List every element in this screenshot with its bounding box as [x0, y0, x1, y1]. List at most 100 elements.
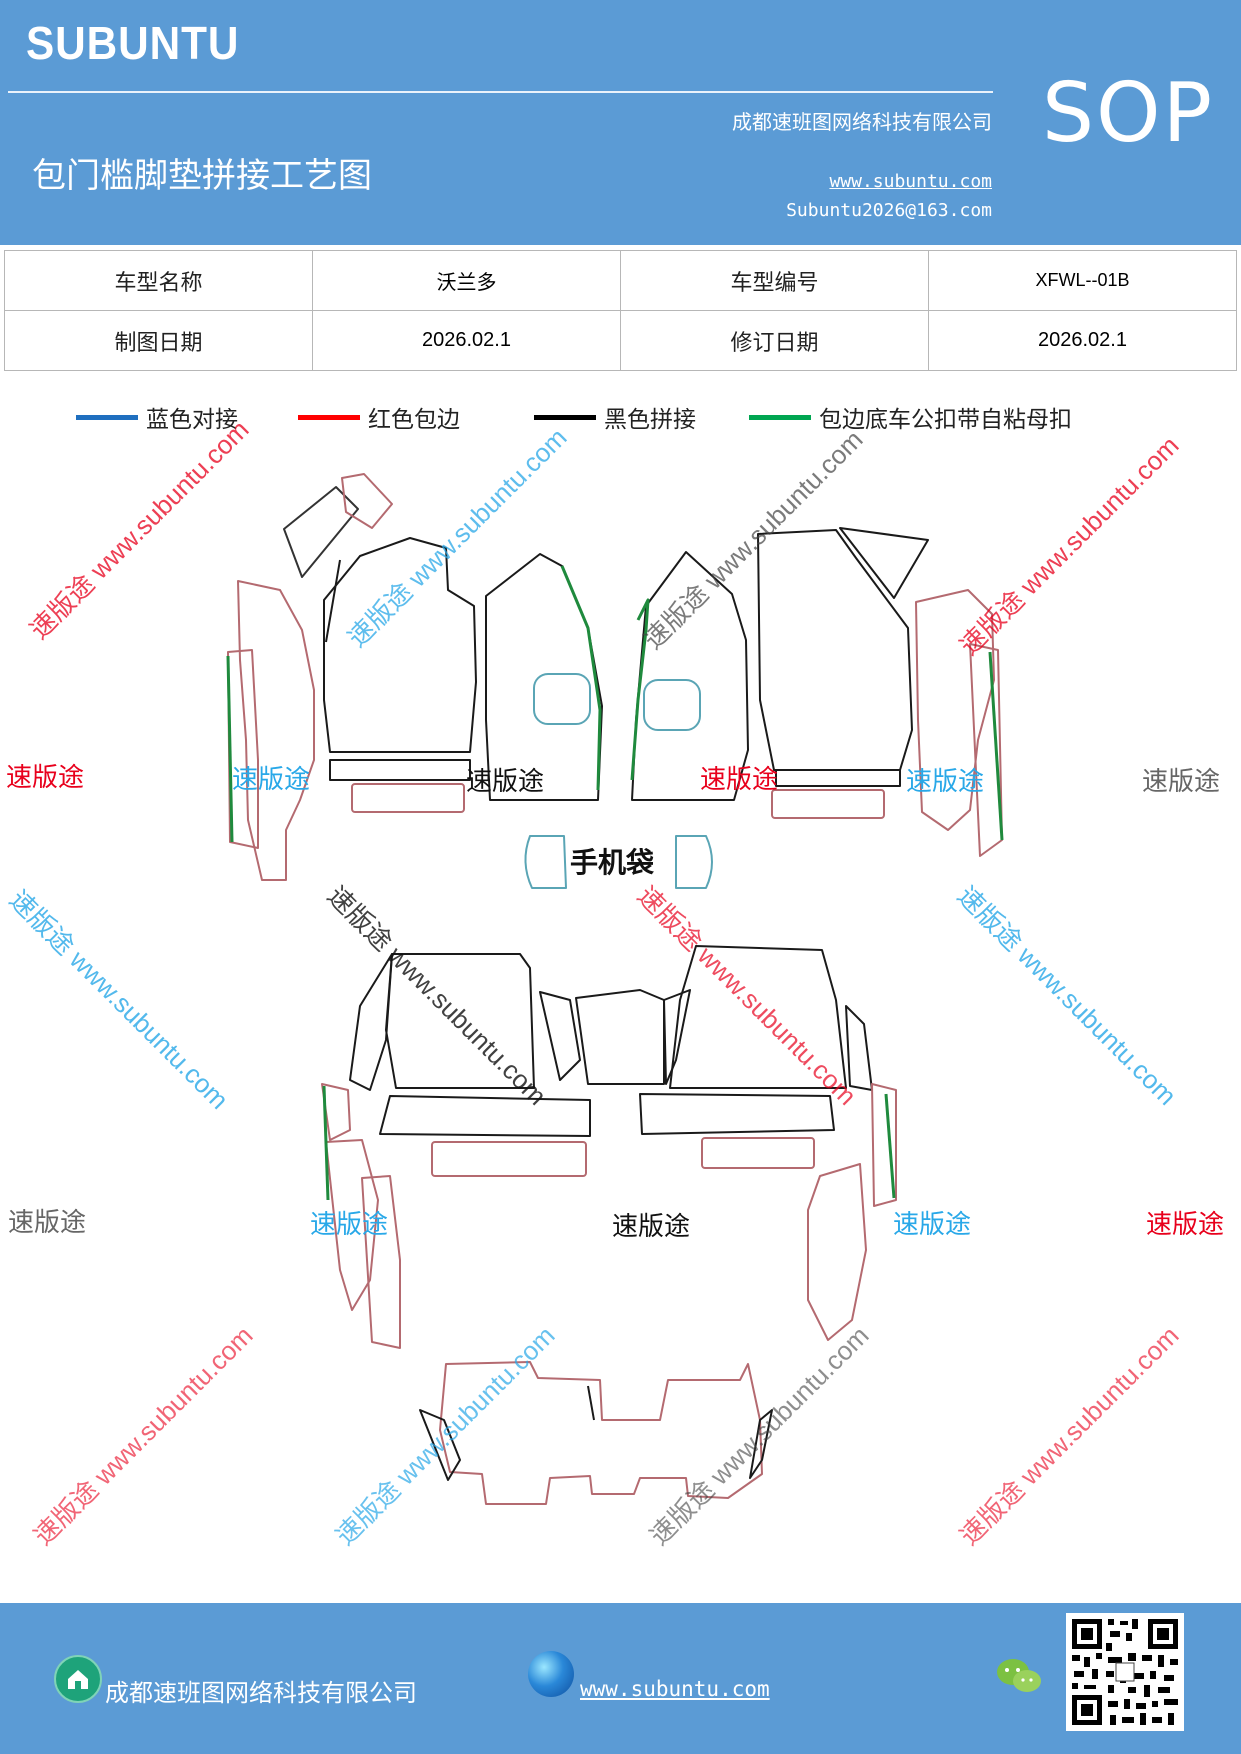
floor-mat-diagram: 手机袋 — [226, 473, 1004, 1505]
middle-row-mat — [321, 945, 897, 1349]
mat-piece — [771, 789, 885, 819]
model-code-label: 车型编号 — [620, 250, 929, 311]
mat-piece — [227, 649, 259, 849]
mat-piece — [749, 1409, 773, 1479]
mat-piece — [321, 1083, 351, 1141]
legend-swatch — [298, 414, 360, 420]
email-address[interactable]: Subuntu2026@163.com — [786, 200, 992, 221]
phone-pocket-pieces — [524, 835, 713, 889]
mat-piece — [323, 537, 477, 753]
mat-piece — [237, 580, 315, 881]
mat-piece — [524, 835, 567, 889]
watermark-text: 速版途 — [893, 1209, 972, 1239]
mat-piece — [915, 589, 995, 831]
mat-piece — [775, 769, 901, 787]
mat-piece — [807, 1163, 867, 1341]
draw-date-value: 2026.02.1 — [312, 310, 621, 371]
legend-swatch — [749, 414, 811, 420]
watermark-text: 速版途 — [906, 766, 985, 796]
legend-swatch — [534, 414, 596, 420]
footer-website-link[interactable]: www.subuntu.com — [580, 1677, 770, 1701]
mat-piece — [675, 835, 713, 889]
mat-piece — [351, 783, 465, 813]
watermark-text: 速版途 — [1146, 1209, 1225, 1239]
legend-item-red: 红色包边 — [298, 400, 460, 434]
mat-piece — [379, 1095, 591, 1137]
phone-pocket-outline — [643, 679, 701, 731]
watermark-text: 速版途 — [612, 1211, 691, 1241]
mat-piece — [329, 759, 471, 781]
mat-piece — [361, 1175, 401, 1349]
watermark-text: 速版途 — [700, 764, 779, 794]
table-row: 车型名称 沃兰多 车型编号 XFWL--01B — [4, 250, 1237, 311]
green-edge — [884, 1093, 896, 1199]
front-left-mat — [226, 473, 603, 881]
mat-piece — [439, 1361, 763, 1505]
rear-row-mat — [419, 1361, 773, 1505]
model-name-label: 车型名称 — [4, 250, 313, 311]
legend-label: 包边底车公扣带自粘母扣 — [819, 407, 1072, 433]
brand-logo: SUBUNTU — [26, 17, 240, 69]
legend-swatch — [76, 414, 138, 420]
mat-piece — [341, 473, 393, 529]
watermark-text: 速版途 — [8, 1207, 87, 1237]
watermark-text: 速版途 — [310, 1209, 389, 1239]
watermark-text: 速版途 — [1142, 766, 1221, 796]
website-link[interactable]: www.subuntu.com — [829, 171, 992, 192]
mat-piece — [757, 529, 913, 771]
legend-label: 黑色拼接 — [604, 407, 696, 433]
green-edge — [322, 1085, 330, 1201]
watermark-text: 速版途 — [466, 766, 545, 796]
watermark-text: 速版途 — [6, 762, 85, 792]
model-name-value: 沃兰多 — [312, 250, 621, 311]
legend-item-green: 包边底车公扣带自粘母扣 — [749, 400, 1072, 434]
page-title: 包门槛脚垫拼接工艺图 — [32, 156, 372, 196]
mat-piece — [639, 1093, 835, 1135]
seam-line — [325, 559, 341, 643]
legend-item-black: 黑色拼接 — [534, 400, 696, 434]
seam-line — [587, 1385, 595, 1421]
table-row: 制图日期 2026.02.1 修订日期 2026.02.1 — [4, 310, 1237, 371]
wechat-icon[interactable] — [995, 1655, 1043, 1697]
home-icon — [54, 1655, 102, 1703]
qr-code — [1066, 1613, 1184, 1731]
mat-piece — [485, 553, 603, 801]
legend-item-blue: 蓝色对接 — [76, 400, 238, 434]
front-right-mat — [630, 527, 1004, 857]
header-divider — [8, 91, 993, 93]
mat-piece — [871, 1083, 897, 1207]
header-banner: SUBUNTU SOP 成都速班图网络科技有限公司 包门槛脚垫拼接工艺图 www… — [0, 0, 1241, 245]
mat-piece — [349, 953, 393, 1091]
mat-piece — [701, 1137, 815, 1169]
legend-label: 红色包边 — [368, 407, 460, 433]
legend: 蓝色对接 红色包边 黑色拼接 包边底车公扣带自粘母扣 — [0, 400, 1241, 440]
doc-type-label: SOP — [1042, 66, 1215, 161]
green-edge — [630, 598, 650, 781]
model-code-value: XFWL--01B — [928, 250, 1237, 311]
footer-banner: 成都速班图网络科技有限公司 www.subuntu.com — [0, 1603, 1241, 1754]
mat-piece — [839, 527, 929, 599]
home-icon-glyph — [68, 1670, 88, 1689]
mat-piece — [325, 1139, 379, 1311]
revision-date-value: 2026.02.1 — [928, 310, 1237, 371]
legend-label: 蓝色对接 — [146, 407, 238, 433]
watermark-text: 速版途 — [232, 764, 311, 794]
mat-piece — [539, 991, 581, 1081]
mat-piece — [431, 1141, 587, 1177]
mat-piece — [575, 989, 665, 1085]
mat-piece — [669, 945, 847, 1089]
vehicle-info-table: 车型名称 沃兰多 车型编号 XFWL--01B 制图日期 2026.02.1 修… — [4, 250, 1237, 371]
mat-piece — [663, 989, 691, 1085]
phone-pocket-outline — [533, 673, 591, 725]
revision-date-label: 修订日期 — [620, 310, 929, 371]
company-name: 成都速班图网络科技有限公司 — [732, 110, 992, 134]
globe-icon — [528, 1651, 574, 1697]
mat-piece — [419, 1409, 461, 1481]
phone-pocket-label: 手机袋 — [570, 846, 655, 879]
draw-date-label: 制图日期 — [4, 310, 313, 371]
green-edge — [226, 655, 234, 843]
green-edge — [560, 565, 602, 791]
green-edge — [988, 651, 1004, 841]
mat-piece — [283, 486, 359, 578]
footer-company-name: 成都速班图网络科技有限公司 — [105, 1679, 417, 1707]
